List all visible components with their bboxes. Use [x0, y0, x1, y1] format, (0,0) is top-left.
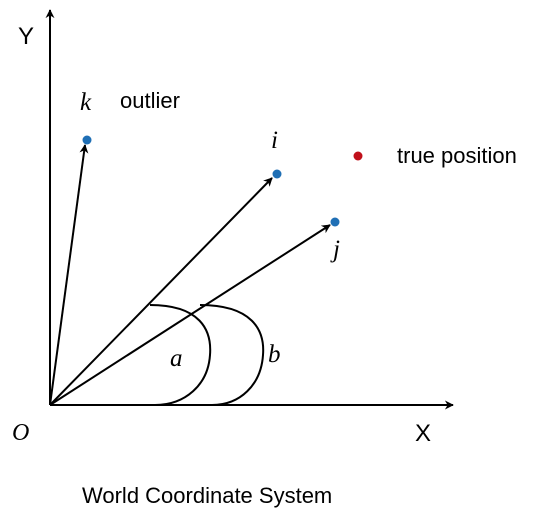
point-k	[82, 135, 92, 145]
origin-label: O	[12, 420, 29, 446]
diagram-caption: World Coordinate System	[82, 483, 332, 508]
point-i	[272, 169, 282, 179]
true-position-label: true position	[397, 143, 517, 168]
vector-i	[49, 177, 273, 406]
angle-b-label: b	[268, 341, 281, 368]
point-i-label: i	[271, 127, 278, 154]
outlier-label: outlier	[120, 88, 180, 113]
point-j-label: j	[330, 236, 340, 263]
vector-j	[49, 224, 331, 406]
point-j	[330, 217, 340, 227]
point-k-label: k	[80, 89, 92, 116]
y-axis-label: Y	[18, 23, 34, 50]
angle-arc-a	[149, 304, 212, 406]
true-position-marker	[353, 151, 363, 161]
angle-arc-b	[199, 304, 265, 406]
angle-a-label: a	[170, 345, 183, 372]
vector-k	[49, 144, 89, 406]
x-axis-label: X	[415, 420, 431, 447]
